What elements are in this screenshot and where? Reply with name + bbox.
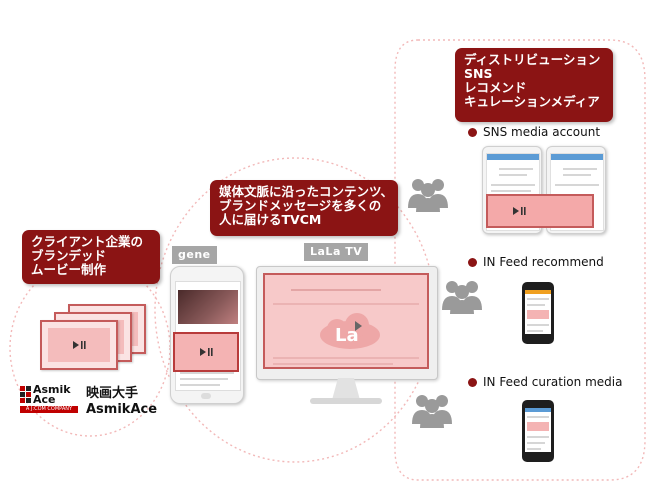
gene-video-overlay — [173, 332, 239, 372]
sns-video-overlay — [486, 194, 594, 228]
play-icon — [200, 348, 213, 356]
asmik-ace-logo: Asmik Ace A J:COM COMPANY — [20, 384, 78, 416]
in-feed-recommend-label: IN Feed recommend — [483, 255, 604, 269]
distribution-banner-line-1: ディストリビューション — [464, 52, 601, 67]
client-banner-line-3: ムービー制作 — [31, 262, 107, 277]
distribution-banner-line-2: SNS — [464, 66, 493, 81]
video-card-front — [40, 320, 118, 370]
tvcm-banner: 媒体文脈に沿ったコンテンツ、 ブランドメッセージを多くの 人に届けるTVCM — [210, 180, 398, 236]
in-feed-curation-media-item: IN Feed curation media — [468, 375, 622, 389]
recommend-phone — [522, 282, 554, 344]
bullet-dot — [468, 258, 477, 267]
gene-tag: gene — [172, 246, 217, 264]
lala-tv-base — [310, 398, 382, 404]
asmik-logo-line-1: Asmik — [33, 383, 71, 396]
play-icon — [73, 341, 86, 349]
brand-name-line-1: 映画大手 — [86, 386, 139, 401]
lala-tv-monitor: La — [256, 266, 438, 380]
client-banner-line-2: ブランデッド — [31, 248, 107, 263]
brand-name: 映画大手 AsmikAce — [86, 386, 157, 417]
in-feed-curation-media-label: IN Feed curation media — [483, 375, 623, 389]
lala-tv-screen: La — [263, 273, 429, 369]
play-icon — [513, 207, 526, 215]
asmik-logo-line-2: Ace — [33, 393, 56, 406]
lala-tv-tag: LaLa TV — [304, 243, 369, 261]
people-group-icon — [408, 179, 448, 212]
distribution-banner-line-3: レコメンド — [464, 80, 527, 95]
lala-tv-logo-icon: La — [320, 313, 380, 349]
lala-tv-stand — [332, 378, 360, 400]
bullet-dot — [468, 378, 477, 387]
people-group-icon — [412, 395, 452, 428]
brand-name-line-2: AsmikAce — [86, 401, 158, 417]
client-banner: クライアント企業の ブランデッド ムービー制作 — [22, 230, 160, 284]
svg-text:La: La — [335, 325, 359, 346]
in-feed-recommend-item: IN Feed recommend — [468, 255, 604, 269]
sns-media-account-label: SNS media account — [483, 125, 601, 139]
gene-article-image — [178, 290, 238, 324]
sns-media-account-item: SNS media account — [468, 125, 600, 139]
tvcm-banner-line-3: 人に届けるTVCM — [219, 212, 322, 227]
tvcm-banner-line-2: ブランドメッセージを多くの — [219, 198, 382, 213]
asmik-logo-sub: A J:COM COMPANY — [20, 406, 78, 413]
distribution-banner: ディストリビューション SNS レコメンド キュレーションメディア — [455, 48, 613, 122]
client-banner-line-1: クライアント企業の — [31, 234, 144, 249]
curation-phone — [522, 400, 554, 462]
asmik-logo-mark-icon — [20, 386, 31, 403]
distribution-banner-line-4: キュレーションメディア — [464, 94, 600, 109]
gene-phone-button — [201, 393, 211, 399]
tvcm-banner-line-1: 媒体文脈に沿ったコンテンツ、 — [219, 184, 394, 199]
bullet-dot — [468, 128, 477, 137]
people-group-icon — [442, 281, 482, 314]
